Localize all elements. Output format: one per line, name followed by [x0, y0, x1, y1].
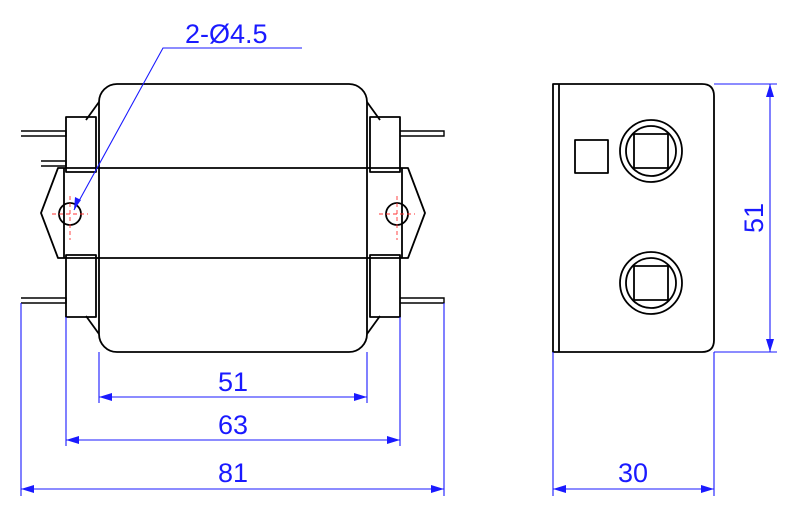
- socket-lower-outer-ring: [619, 251, 683, 315]
- front-view: 2-Ø4.5 51 63 81: [20, 19, 445, 496]
- pin-bottom-left: [21, 297, 67, 304]
- pin-top-right: [400, 130, 445, 137]
- dim-mount-spacing-arrow-left: [66, 436, 79, 444]
- dim-body-width-extension: [98, 352, 368, 403]
- socket-upper: [619, 119, 683, 183]
- dim-overall-width-extension: [20, 303, 445, 496]
- filter-body: [98, 83, 368, 353]
- body-side-chamfer-right: [366, 101, 381, 335]
- dim-height-arrow-bottom: [766, 339, 774, 352]
- socket-lower-inner-ring: [625, 257, 677, 309]
- side-square-feature: [574, 139, 609, 174]
- pin-top-left: [21, 130, 67, 137]
- dim-overall-width-arrow-right: [431, 485, 444, 493]
- socket-lower-square: [633, 265, 669, 301]
- terminal-block-bottom-left: [65, 254, 97, 318]
- socket-lower: [619, 251, 683, 315]
- dim-height-extension: [714, 83, 777, 353]
- socket-upper-inner-ring: [625, 125, 677, 177]
- dim-height-text: 51: [739, 203, 769, 233]
- pin-small-left: [41, 160, 67, 167]
- hole-callout-arrowhead: [74, 197, 81, 210]
- dim-depth-extension: [552, 352, 715, 496]
- dim-mount-spacing-text: 63: [218, 410, 248, 440]
- terminal-block-bottom-right: [369, 254, 401, 318]
- dim-body-width-arrow-left: [99, 393, 112, 401]
- side-body-outline: [552, 83, 715, 353]
- dim-body-width-text: 51: [218, 367, 248, 397]
- dim-height-arrow-top: [766, 84, 774, 97]
- centerline-hole-right: [379, 196, 415, 240]
- dim-depth-arrow-left: [553, 485, 566, 493]
- dim-depth-arrow-right: [701, 485, 714, 493]
- side-view: 51 30: [552, 83, 777, 496]
- socket-upper-square: [633, 133, 669, 169]
- dim-body-width-arrow-right: [354, 393, 367, 401]
- mounting-flange: [40, 167, 426, 259]
- dim-mount-spacing-arrow-right: [387, 436, 400, 444]
- terminal-block-top-left: [65, 116, 97, 173]
- centerline-hole-left: [52, 196, 88, 240]
- dim-overall-width-arrow-left: [21, 485, 34, 493]
- pin-bottom-right: [400, 297, 445, 304]
- dim-depth-text: 30: [618, 458, 648, 488]
- hole-callout-leader: [73, 47, 302, 211]
- socket-upper-outer-ring: [619, 119, 683, 183]
- body-side-chamfer-left: [85, 101, 100, 335]
- terminal-block-top-right: [369, 116, 401, 173]
- dim-mount-spacing-extension: [65, 317, 401, 446]
- hole-callout-text: 2-Ø4.5: [185, 19, 268, 49]
- dim-overall-width-text: 81: [218, 458, 248, 488]
